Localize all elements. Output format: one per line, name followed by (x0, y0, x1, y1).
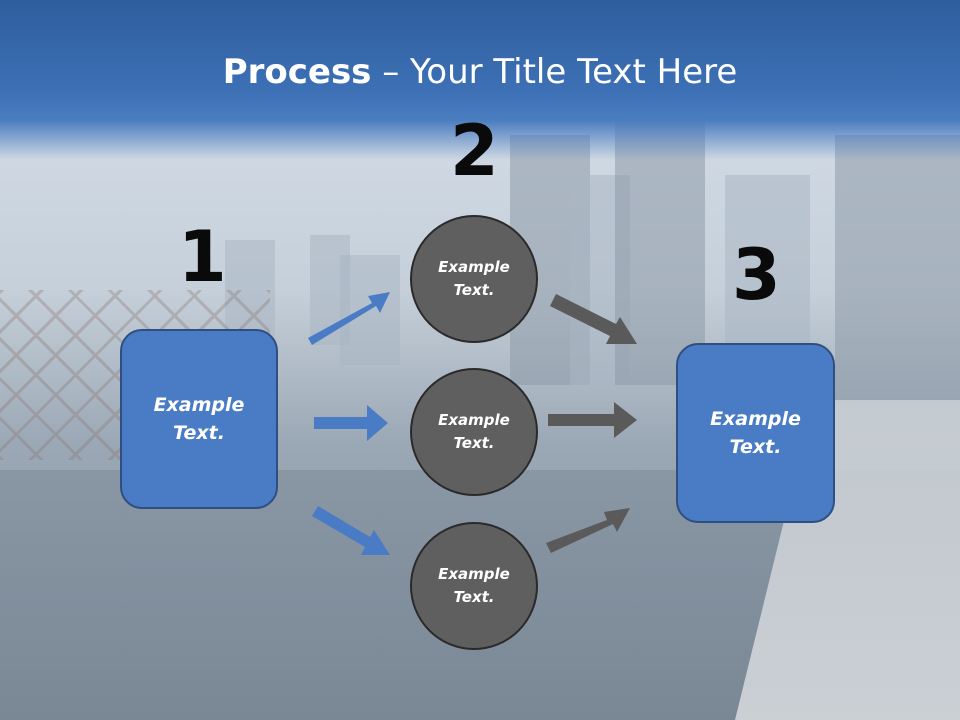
process-circle-bottom[interactable]: Example Text. (410, 522, 538, 650)
gray-arrows (546, 294, 637, 553)
arrow-down-right (312, 506, 390, 555)
background-building (835, 135, 960, 405)
slide-title: Process – Your Title Text Here (0, 52, 960, 92)
process-circle-middle[interactable]: Example Text. (410, 368, 538, 496)
circle-middle-line1: Example (438, 410, 510, 429)
box-left-line2: Text. (173, 422, 225, 444)
circle-middle-line2: Text. (453, 434, 495, 452)
circle-top-line1: Example (438, 257, 510, 276)
background-building (340, 255, 400, 365)
arrow-right-blue (314, 405, 388, 441)
circle-bottom-line1: Example (438, 564, 510, 583)
arrow-up-right-gray (546, 508, 630, 553)
arrow-down-right-gray (550, 294, 637, 344)
step-number-2: 2 (450, 110, 499, 192)
box-right-text: Example Text. (710, 405, 801, 462)
box-left-text: Example Text. (154, 391, 245, 448)
step-number-1: 1 (178, 216, 227, 298)
circle-bottom-line2: Text. (453, 588, 495, 606)
blue-arrows (308, 292, 390, 555)
box-right-line1: Example (710, 407, 801, 430)
step-number-3: 3 (732, 234, 781, 316)
arrow-up-right (308, 292, 390, 345)
title-band (0, 0, 960, 160)
circle-middle-text: Example Text. (438, 409, 510, 456)
circle-top-text: Example Text. (438, 256, 510, 303)
arrow-right-gray (548, 402, 637, 438)
title-bold: Process (222, 52, 372, 92)
title-rest: – Your Title Text Here (371, 52, 738, 92)
circle-bottom-text: Example Text. (438, 563, 510, 610)
circle-top-line2: Text. (453, 281, 495, 299)
process-box-right[interactable]: Example Text. (676, 343, 835, 523)
box-right-line2: Text. (729, 436, 782, 458)
box-left-line1: Example (153, 393, 245, 416)
process-box-left[interactable]: Example Text. (120, 329, 278, 509)
process-circle-top[interactable]: Example Text. (410, 215, 538, 343)
